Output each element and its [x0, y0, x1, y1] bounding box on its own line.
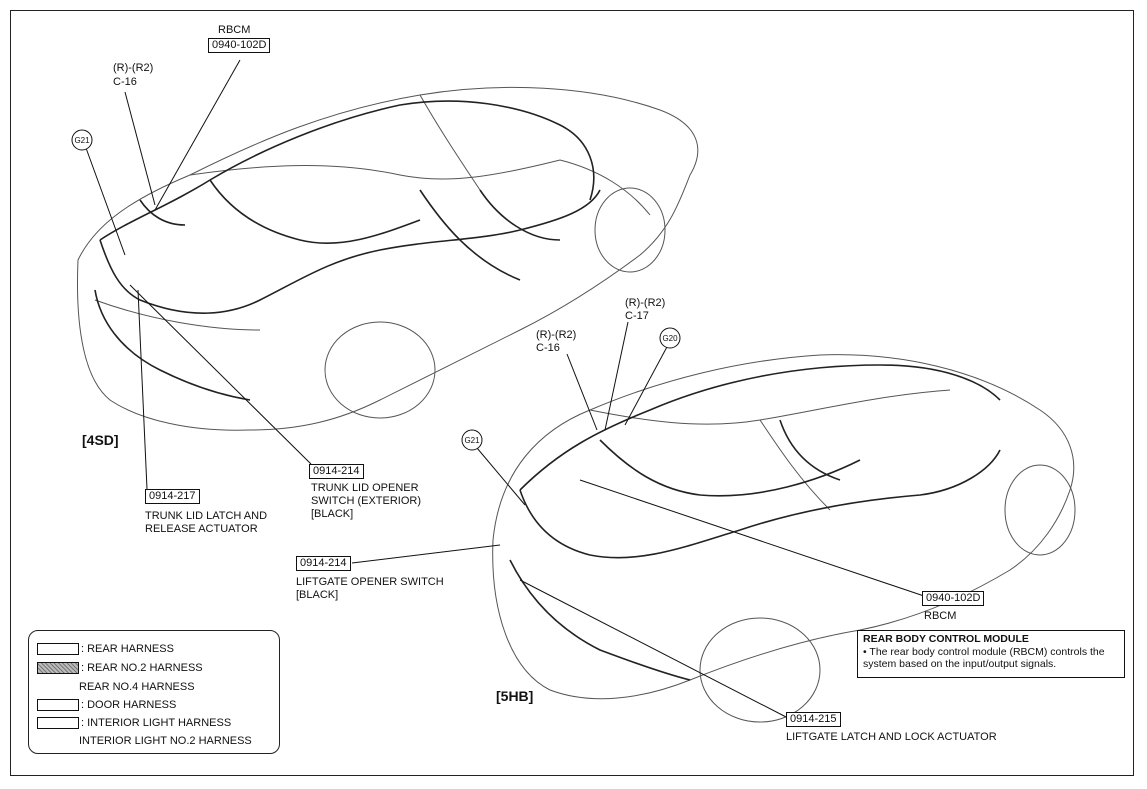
harness-legend: : REAR HARNESS : REAR NO.2 HARNESS REAR …: [28, 630, 280, 754]
note-body: • The rear body control module (RBCM) co…: [863, 645, 1105, 671]
trunk-latch-code: 0914-217: [145, 489, 200, 504]
liftgate-switch-line1: LIFTGATE OPENER SWITCH: [296, 576, 444, 588]
legend-swatch: [37, 736, 77, 746]
liftgate-latch-code: 0914-215: [786, 712, 841, 727]
ground-symbols: [71, 129, 681, 451]
sedan-rbcm-code: 0940-102D: [208, 38, 271, 53]
hatch-outline: [492, 354, 1076, 723]
sedan-harness: [94, 100, 601, 401]
legend-swatch: [37, 682, 77, 692]
g21-sedan-symbol: [71, 129, 93, 151]
liftgate-switch-line2: [BLACK]: [296, 589, 339, 601]
trunk-latch-line2: RELEASE ACTUATOR: [145, 523, 258, 535]
sedan-c16-line1: (R)-(R2): [113, 62, 154, 74]
sedan-c16-line2: C-16: [113, 76, 137, 88]
legend-swatch: [37, 717, 79, 730]
trunk-switch-code: 0914-214: [309, 464, 364, 479]
hatch-c17-line1: (R)-(R2): [625, 297, 666, 309]
sedan-rbcm-name: RBCM: [218, 24, 251, 36]
rbcm-note: REAR BODY CONTROL MODULE • The rear body…: [857, 630, 1125, 678]
hatch-c17-line2: C-17: [625, 310, 649, 322]
legend-swatch: [37, 699, 79, 712]
trunk-switch-line3: [BLACK]: [311, 508, 354, 520]
callout-leaders: [85, 59, 925, 719]
legend-rear-no4-harness: REAR NO.4 HARNESS: [37, 681, 195, 694]
hatch-harness: [509, 364, 1001, 681]
legend-rear-harness: : REAR HARNESS: [37, 643, 174, 656]
g21-hatch-label: G21: [464, 436, 480, 445]
legend-interior-light-harness: : INTERIOR LIGHT HARNESS: [37, 717, 231, 730]
g21-hatch-symbol: [461, 429, 483, 451]
hatch-c16-line1: (R)-(R2): [536, 329, 577, 341]
sedan-outline: [77, 86, 699, 431]
legend-swatch: [37, 643, 79, 656]
hatch-variant-label: [5HB]: [496, 688, 534, 704]
hatch-c16-line2: C-16: [536, 342, 560, 354]
liftgate-latch-name: LIFTGATE LATCH AND LOCK ACTUATOR: [786, 731, 997, 743]
hatch-rbcm-code: 0940-102D: [922, 591, 985, 606]
trunk-latch-line1: TRUNK LID LATCH AND: [145, 510, 268, 522]
g20-label: G20: [662, 334, 678, 343]
liftgate-switch-code: 0914-214: [296, 556, 351, 571]
note-title: REAR BODY CONTROL MODULE: [863, 633, 1029, 645]
trunk-switch-line1: TRUNK LID OPENER: [311, 482, 419, 494]
legend-door-harness: : DOOR HARNESS: [37, 699, 176, 712]
legend-rear-no2-harness: : REAR NO.2 HARNESS: [37, 662, 203, 675]
trunk-switch-line2: SWITCH (EXTERIOR): [311, 495, 421, 507]
g21-sedan-label: G21: [74, 136, 90, 145]
g20-symbol: [659, 327, 681, 349]
diagram-frame: [10, 10, 1134, 776]
hatch-rbcm-name: RBCM: [924, 610, 957, 622]
legend-interior-light-no2-harness: INTERIOR LIGHT NO.2 HARNESS: [37, 735, 252, 748]
legend-swatch: [37, 662, 79, 675]
sedan-variant-label: [4SD]: [82, 432, 119, 448]
